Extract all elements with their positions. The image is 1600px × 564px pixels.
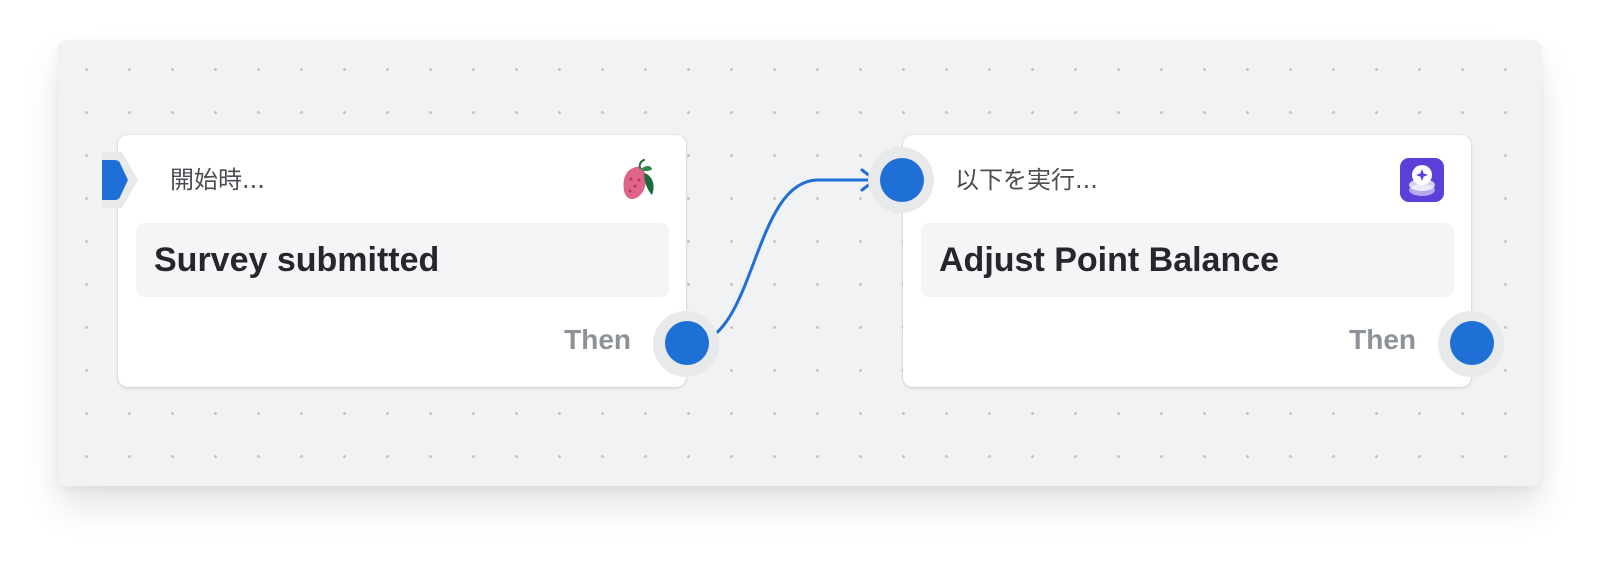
trigger-input-port[interactable] (96, 150, 146, 210)
trigger-node-card[interactable]: 開始時... Survey submitted Then (118, 135, 686, 387)
action-input-port[interactable] (880, 158, 924, 202)
action-node-header: 以下を実行... (955, 166, 1098, 194)
action-node-card[interactable]: 以下を実行... Adjust Point Balance Then (903, 135, 1471, 387)
trigger-node-body[interactable]: Survey submitted (136, 223, 669, 297)
trigger-node-then-label: Then (564, 324, 631, 355)
action-output-port[interactable] (1450, 321, 1494, 365)
trigger-output-port[interactable] (665, 321, 709, 365)
action-node-title: Adjust Point Balance (939, 241, 1280, 279)
action-node-then-label: Then (1349, 324, 1416, 355)
trigger-node-header: 開始時... (170, 166, 265, 194)
trigger-node-title: Survey submitted (154, 241, 440, 279)
strawberry-icon (623, 159, 654, 199)
points-coin-icon (1400, 158, 1444, 202)
action-node-body[interactable]: Adjust Point Balance (921, 223, 1454, 297)
